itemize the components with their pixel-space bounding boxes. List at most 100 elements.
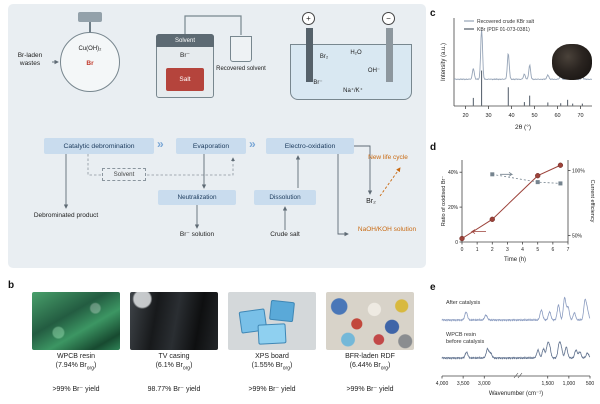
xps-board-title: XPS board (1.55% Brorg) [228,353,316,371]
svg-text:20%: 20% [448,205,459,211]
anode-plus-icon: + [302,12,315,25]
evaporator-solvent-band: Solvent [156,34,214,47]
br-content-suffix: ) [190,361,193,369]
reactor-flask [60,32,120,92]
cell-br2-label: Br₂ [319,54,329,60]
cell-h2o-label: H₂O [350,50,362,56]
flow-box-catalytic-debromination: Catalytic debromination [44,138,154,154]
evaporator-br-label: Br⁻ [180,52,190,59]
panel-label-d: d [430,142,437,153]
br2-product-label: Br₂ [366,198,376,205]
sample-name: BFR-laden RDF [345,353,395,360]
panel-a-process-diagram: Cu(OH)₂ Br Br-laden wastes Solvent Br⁻ S… [8,4,426,268]
tv-casing-photo [130,292,218,350]
reactor-stirrer-shaft [89,22,91,36]
svg-text:50: 50 [531,113,537,119]
sample-name: XPS board [255,353,289,360]
chevron-right-icon: » [249,137,256,151]
svg-text:6: 6 [551,247,554,253]
svg-text:40%: 40% [448,170,459,176]
bfr-laden-rdf-yield: >99% Br⁻ yield [346,386,394,393]
svg-text:7: 7 [567,247,570,253]
br-content-suffix: ) [94,361,97,369]
svg-text:3: 3 [506,247,509,253]
svg-text:70: 70 [577,113,583,119]
cell-oh-label: OH⁻ [367,68,381,74]
wpcb-resin-yield: >99% Br⁻ yield [52,386,100,393]
flow-box-evaporation: Evaporation [176,138,246,154]
br-solution-label: Br⁻ solution [179,231,215,238]
svg-text:4,000: 4,000 [436,381,449,387]
svg-text:Ratio of oxidised Br⁻: Ratio of oxidised Br⁻ [441,176,447,227]
svg-text:4: 4 [521,247,524,253]
svg-text:KBr (PDF 01-073-0381): KBr (PDF 01-073-0381) [477,27,530,33]
svg-text:before catalysis: before catalysis [446,339,484,345]
svg-text:40: 40 [508,113,514,119]
br-content-prefix: (7.94% Br [55,361,87,369]
bfr-laden-rdf-title: BFR-laden RDF (6.44% Brorg) [326,353,414,371]
svg-text:Recovered crude KBr salt: Recovered crude KBr salt [477,19,535,25]
svg-text:100%: 100% [572,168,585,174]
br-content-sub: org [380,365,388,372]
tv-casing-title: TV casing (6.1% Brorg) [130,353,218,371]
sample-br-content: (6.1% Brorg) [130,362,218,372]
xps-board-yield: >99% Br⁻ yield [248,386,296,393]
svg-text:1,500: 1,500 [541,381,554,387]
svg-text:After catalysis: After catalysis [446,300,480,306]
flow-box-dissolution: Dissolution [254,190,316,205]
crude-salt-inset-photo [552,44,592,80]
cathode-minus-icon: − [382,12,395,25]
cell-br-label: Br⁻ [313,80,323,86]
svg-text:3,500: 3,500 [457,381,470,387]
br-content-sub: org [86,365,94,372]
panel-label-e: e [430,282,436,293]
bfr-laden-rdf-photo [326,292,414,350]
reactor-br-label: Br [86,60,94,67]
svg-text:50%: 50% [572,233,583,239]
recovered-solvent-beaker [230,36,252,62]
svg-text:500: 500 [586,381,595,387]
svg-text:1: 1 [476,247,479,253]
new-life-cycle-label: New life cycle [368,154,408,161]
br-content-suffix: ) [290,361,293,369]
recovered-solvent-label: Recovered solvent [216,66,266,72]
br-content-sub: org [282,365,290,372]
reactor-catalyst-label: Cu(OH)₂ [78,46,102,52]
svg-text:WPCB resin: WPCB resin [446,332,476,338]
svg-text:5: 5 [536,247,539,253]
svg-text:2θ (°): 2θ (°) [515,123,531,131]
xps-board-photo [228,292,316,350]
reactor-motor [78,12,102,22]
svg-text:20: 20 [462,113,468,119]
crude-salt-label: Crude salt [270,231,300,238]
svg-text:0: 0 [455,240,458,246]
br-content-prefix: (6.1% Br [155,361,183,369]
sample-br-content: (1.55% Brorg) [228,362,316,372]
cathode-electrode [386,28,393,82]
svg-text:Time (h): Time (h) [504,257,526,263]
flow-box-solvent-recycle: Solvent [102,168,146,181]
sample-name: WPCB resin [56,353,96,360]
chart-c-xrd: 20 30 40 50 60 70 2θ (°) Intensity (a.u.) Recove… [441,18,592,131]
svg-text:0: 0 [461,247,464,253]
xps-foam-cube [257,323,287,345]
naoh-koh-solution-label: NaOH/KOH solution [357,226,417,233]
svg-text:30: 30 [485,113,491,119]
svg-text:Intensity (a.u.): Intensity (a.u.) [441,43,447,81]
chevron-right-icon: » [157,137,164,151]
salt-container: Salt [166,68,204,91]
br-content-prefix: (1.55% Br [251,361,283,369]
debrominated-product-label: Debrominated product [33,212,99,219]
flow-box-neutralization: Neutralization [158,190,236,205]
panel-label-b: b [8,280,15,291]
anode-electrode [306,28,313,82]
sample-name: TV casing [158,353,190,360]
svg-text:60: 60 [554,113,560,119]
svg-text:2: 2 [491,247,494,253]
tv-casing-yield: 98.77% Br⁻ yield [147,386,201,393]
flow-box-electro-oxidation: Electro-oxidation [266,138,354,154]
svg-text:3,000: 3,000 [478,381,491,387]
chart-d-oxidation: 0 1 2 3 4 5 6 7 0 20% 40% 50% 100% Time (h) Ratio of o… [441,160,595,263]
